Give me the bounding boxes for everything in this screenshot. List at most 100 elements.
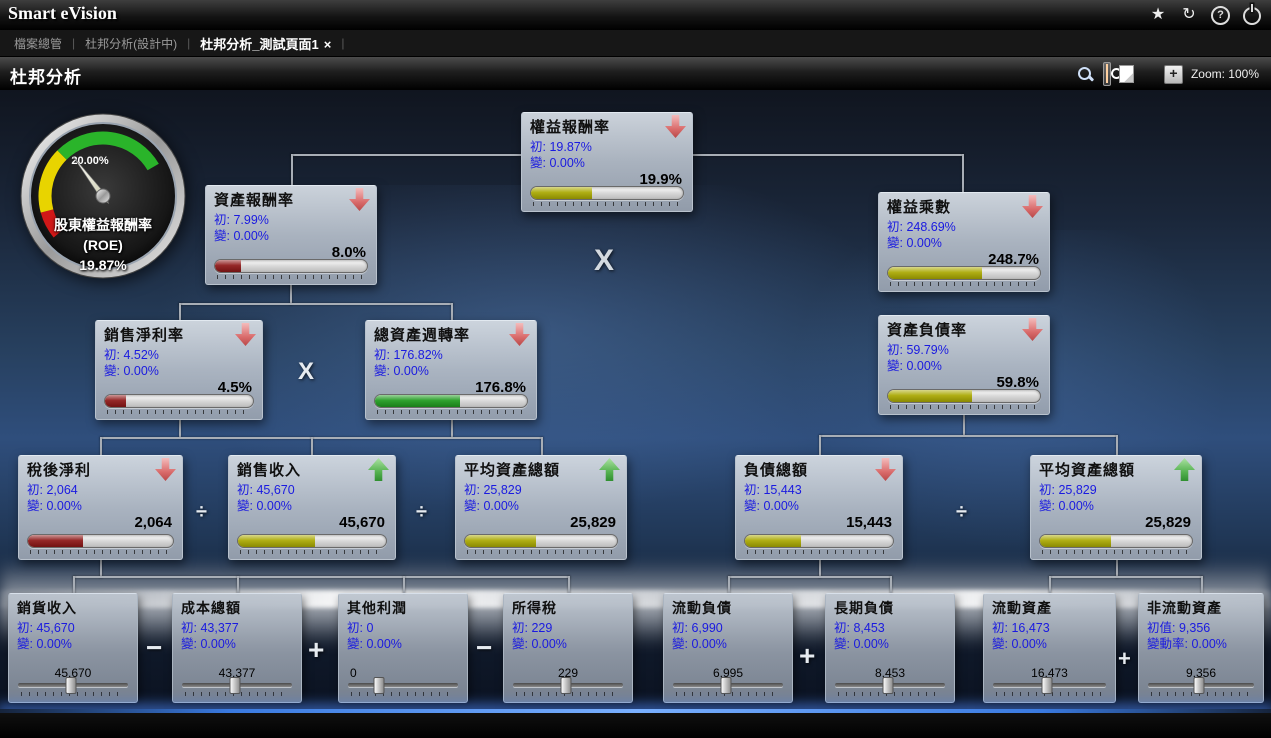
connector-line bbox=[311, 437, 313, 455]
tab-close-icon[interactable]: × bbox=[323, 36, 332, 52]
connector-line bbox=[1049, 576, 1203, 578]
change-value: 變: 0.00% bbox=[374, 364, 429, 378]
input-node-income-tax[interactable]: 所得稅 初: 229 變: 0.00% 229 bbox=[503, 593, 633, 703]
connector-line bbox=[728, 576, 730, 595]
help-icon[interactable]: ? bbox=[1211, 5, 1230, 25]
roe-gauge: 20.00% 股東權益報酬率 (ROE) 19.87% bbox=[18, 111, 188, 281]
export-ppt-icon bbox=[1105, 64, 1108, 83]
kpi-node-avg-total-assets-left[interactable]: 平均資產總額 初: 25,829 變: 0.00% 25,829 bbox=[455, 455, 627, 560]
kpi-node-asset-turnover[interactable]: 總資產週轉率 初: 176.82% 變: 0.00% 176.8% bbox=[365, 320, 537, 420]
slider-thumb[interactable] bbox=[229, 677, 241, 694]
operator-multiply-main: X bbox=[594, 244, 615, 277]
input-node-current-assets[interactable]: 流動資產 初: 16,473 變: 0.00% 16,473 bbox=[983, 593, 1116, 703]
export-ppt-button[interactable] bbox=[1102, 62, 1111, 86]
slider-track[interactable] bbox=[348, 677, 458, 694]
zoom-in-button[interactable]: + bbox=[1163, 64, 1183, 84]
kpi-node-avg-total-assets-right[interactable]: 平均資產總額 初: 25,829 變: 0.00% 25,829 bbox=[1030, 455, 1202, 560]
node-title: 流動資產 bbox=[992, 600, 1052, 616]
node-title: 平均資產總額 bbox=[1039, 462, 1136, 479]
kpi-node-roe[interactable]: 權益報酬率 初: 19.87% 變: 0.00% 19.9% bbox=[521, 112, 693, 212]
new-document-icon[interactable] bbox=[1118, 65, 1134, 83]
slider-thumb[interactable] bbox=[882, 677, 894, 694]
connector-line bbox=[291, 154, 293, 187]
slider-thumb[interactable] bbox=[1193, 677, 1205, 694]
slider-track[interactable] bbox=[18, 677, 128, 694]
trend-down-icon bbox=[665, 115, 686, 138]
slider-track[interactable] bbox=[1148, 677, 1254, 694]
connector-line bbox=[179, 303, 181, 322]
bar-ticks bbox=[217, 275, 365, 279]
power-icon[interactable] bbox=[1243, 4, 1261, 25]
value-bar bbox=[104, 394, 254, 414]
connector-line bbox=[568, 576, 570, 595]
operator-minus-2: − bbox=[476, 632, 493, 663]
slider-thumb[interactable] bbox=[65, 677, 77, 694]
gauge-title: 股東權益報酬率 bbox=[54, 217, 152, 233]
gauge-green-arc bbox=[57, 131, 159, 171]
tab-dupont-design[interactable]: 杜邦分析(設計中) bbox=[85, 36, 178, 51]
value-slider[interactable]: 0 bbox=[348, 666, 458, 696]
connector-line bbox=[819, 435, 821, 455]
kpi-node-equity-multiplier[interactable]: 權益乘數 初: 248.69% 變: 0.00% 248.7% bbox=[878, 192, 1050, 292]
slider-thumb[interactable] bbox=[720, 677, 732, 694]
input-node-goods-revenue[interactable]: 銷貨收入 初: 45,670 變: 0.00% 45,670 bbox=[8, 593, 138, 703]
value-bar bbox=[887, 389, 1041, 409]
zoom-preview-icon[interactable] bbox=[1076, 65, 1095, 84]
slider-track[interactable] bbox=[182, 677, 292, 694]
current-value: 25,829 bbox=[1145, 514, 1191, 531]
bottom-glow-line bbox=[0, 709, 1271, 713]
slider-thumb[interactable] bbox=[1041, 677, 1053, 694]
current-value: 45,670 bbox=[339, 514, 385, 531]
input-node-total-cost[interactable]: 成本總額 初: 43,377 變: 0.00% 43,377 bbox=[172, 593, 302, 703]
connector-line bbox=[100, 560, 102, 578]
initial-value: 初: 229 bbox=[512, 621, 553, 635]
connector-line bbox=[237, 576, 239, 595]
node-title: 資產報酬率 bbox=[214, 192, 295, 209]
refresh-icon[interactable]: ↻ bbox=[1182, 6, 1196, 23]
value-slider[interactable]: 6,995 bbox=[673, 666, 783, 696]
kpi-node-roa[interactable]: 資產報酬率 初: 7.99% 變: 0.00% 8.0% bbox=[205, 185, 377, 285]
initial-value: 初: 45,670 bbox=[17, 621, 75, 635]
value-bar bbox=[214, 259, 368, 279]
value-slider[interactable]: 9,356 bbox=[1148, 666, 1254, 696]
initial-value: 初: 25,829 bbox=[1039, 483, 1097, 497]
slider-thumb[interactable] bbox=[373, 677, 385, 694]
input-node-long-term-liabilities[interactable]: 長期負債 初: 8,453 變: 0.00% 8,453 bbox=[825, 593, 955, 703]
kpi-node-net-income[interactable]: 稅後淨利 初: 2,064 變: 0.00% 2,064 bbox=[18, 455, 183, 560]
favorite-star-icon[interactable]: ★ bbox=[1150, 6, 1166, 23]
value-bar bbox=[530, 186, 684, 206]
value-slider[interactable]: 43,377 bbox=[182, 666, 292, 696]
slider-track[interactable] bbox=[835, 677, 945, 694]
tab-file-explorer[interactable]: 檔案總管 bbox=[14, 36, 63, 51]
value-slider[interactable]: 8,453 bbox=[835, 666, 945, 696]
slider-value: 0 bbox=[350, 666, 357, 680]
slider-value: 8,453 bbox=[874, 666, 906, 680]
title-bar: Smart eVision ★ ↻ ? bbox=[0, 0, 1271, 30]
input-node-current-liabilities[interactable]: 流動負債 初: 6,990 變: 0.00% 6,995 bbox=[663, 593, 793, 703]
trend-up-icon bbox=[1174, 458, 1195, 481]
kpi-node-total-liabilities[interactable]: 負債總額 初: 15,443 變: 0.00% 15,443 bbox=[735, 455, 903, 560]
kpi-node-sales-revenue[interactable]: 銷售收入 初: 45,670 變: 0.00% 45,670 bbox=[228, 455, 396, 560]
bar-ticks bbox=[377, 410, 525, 414]
tab-separator: | bbox=[187, 36, 191, 50]
input-node-other-profit[interactable]: 其他利潤 初: 0 變: 0.00% 0 bbox=[338, 593, 468, 703]
slider-track[interactable] bbox=[673, 677, 783, 694]
kpi-node-net-profit-margin[interactable]: 銷售淨利率 初: 4.52% 變: 0.00% 4.5% bbox=[95, 320, 263, 420]
slider-track[interactable] bbox=[513, 677, 623, 694]
node-title: 長期負債 bbox=[834, 600, 894, 616]
change-value: 變: 0.00% bbox=[214, 229, 269, 243]
change-value: 變: 0.00% bbox=[347, 637, 402, 651]
value-slider[interactable]: 229 bbox=[513, 666, 623, 696]
kpi-node-debt-ratio[interactable]: 資產負債率 初: 59.79% 變: 0.00% 59.8% bbox=[878, 315, 1050, 415]
bar-ticks bbox=[240, 550, 384, 554]
connector-line bbox=[963, 415, 965, 437]
node-title: 成本總額 bbox=[181, 600, 241, 616]
value-slider[interactable]: 45,670 bbox=[18, 666, 128, 696]
slider-thumb[interactable] bbox=[560, 677, 572, 694]
value-slider[interactable]: 16,473 bbox=[993, 666, 1106, 696]
slider-track[interactable] bbox=[993, 677, 1106, 694]
initial-value: 初: 25,829 bbox=[464, 483, 522, 497]
tab-dupont-test-page[interactable]: 杜邦分析_測試頁面1× bbox=[200, 34, 331, 53]
input-node-non-current-assets[interactable]: 非流動資產 初值: 9,356 變動率: 0.00% 9,356 bbox=[1138, 593, 1264, 703]
change-value: 變: 0.00% bbox=[512, 637, 567, 651]
